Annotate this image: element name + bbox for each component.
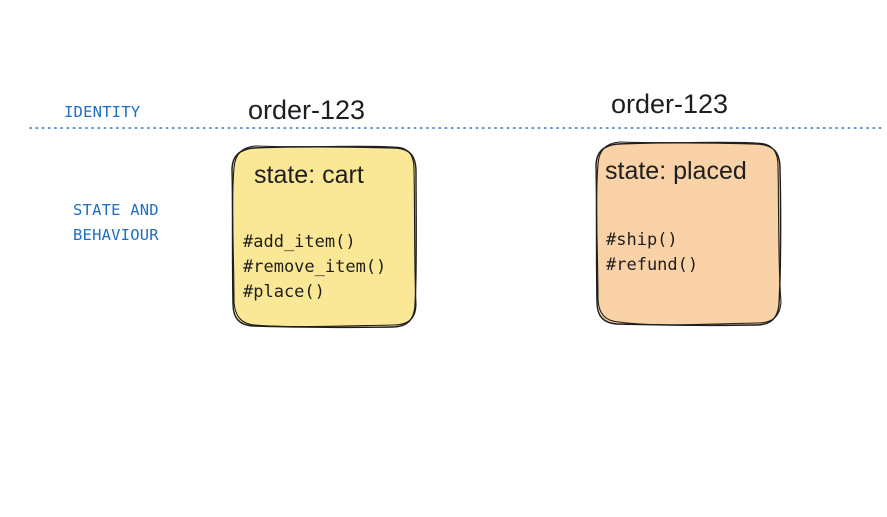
method-ship: #ship() xyxy=(606,230,678,250)
method-remove-item: #remove_item() xyxy=(243,257,387,277)
method-add-item: #add_item() xyxy=(243,232,356,252)
placed-state-title: state: placed xyxy=(605,157,747,185)
placed-state-card: state: placed #ship() #refund() xyxy=(595,142,781,327)
method-place: #place() xyxy=(243,282,325,302)
method-refund: #refund() xyxy=(606,255,699,275)
cart-state-card: state: cart #add_item() #remove_item() #… xyxy=(232,146,416,328)
identity-label: IDENTITY xyxy=(64,103,141,121)
cart-method-list: #add_item() #remove_item() #place() xyxy=(243,230,386,305)
cart-box-shape xyxy=(231,145,417,329)
cart-order-id: order-123 xyxy=(248,95,366,125)
placed-order-id: order-123 xyxy=(611,89,729,119)
placed-box-shape xyxy=(595,141,782,327)
placed-method-list: #ship() #refund() xyxy=(606,228,698,278)
state-behaviour-label: STATE AND BEHAVIOUR xyxy=(73,201,159,244)
cart-state-title: state: cart xyxy=(254,161,364,189)
